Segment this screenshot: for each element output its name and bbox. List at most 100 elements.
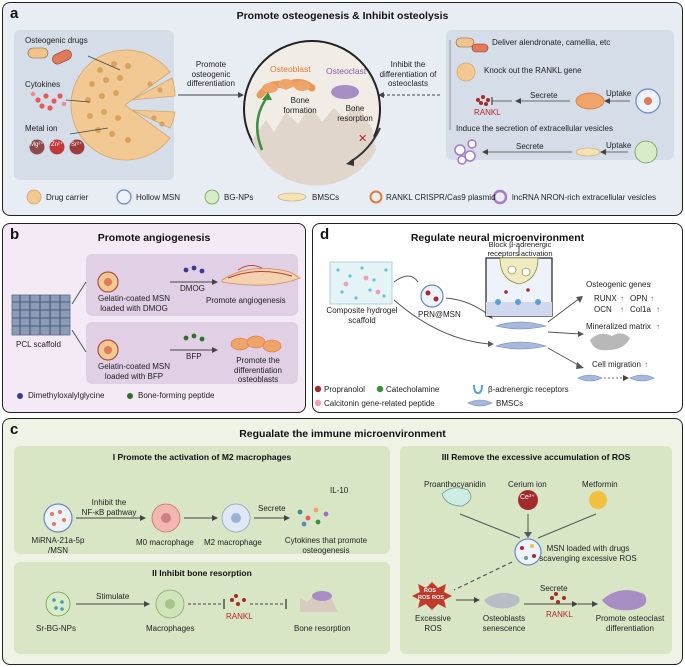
m0-macrophage-icon bbox=[151, 503, 181, 533]
pcl-scaffold-icon bbox=[11, 294, 71, 336]
label-promote-angiogenesis: Promote angiogenesis bbox=[206, 296, 286, 305]
ion-zn: Zn²⁺ bbox=[51, 142, 64, 148]
legend-lncrna-vesicles: lncRNA NRON-rich extracellular vesicles bbox=[512, 193, 657, 202]
label-msn-ros: MSN loaded with drugs scavenging excessi… bbox=[539, 544, 637, 563]
legend-bmscs: BMSCs bbox=[312, 193, 340, 202]
label-bone-formation: Bone formation bbox=[283, 96, 317, 115]
label-secrete-c3: Secrete bbox=[540, 584, 568, 593]
dmog-dots bbox=[183, 265, 205, 274]
legend-bone-forming-peptide: Bone-forming peptide bbox=[138, 391, 215, 400]
rankl-dots-c bbox=[230, 594, 246, 606]
macrophages-icon bbox=[155, 589, 185, 619]
legend-bmscs-d: BMSCs bbox=[496, 399, 524, 408]
right-item-induce: Induce the secretion of extracellular ve… bbox=[456, 124, 613, 133]
label-macrophages: Macrophages bbox=[146, 624, 195, 633]
ion-mg: Mg²⁺ bbox=[30, 142, 44, 148]
label-secrete-c1: Secrete bbox=[258, 504, 286, 513]
label-secrete-a1: Secrete bbox=[530, 91, 558, 100]
label-block-beta: Block β-adrenergic receptors activation bbox=[487, 240, 553, 258]
cgrp-legend-dot bbox=[314, 399, 322, 407]
sub2-title: II Inhibit bone resorption bbox=[152, 568, 252, 578]
label-dmog-carrier: Gelatin-coated MSN loaded with DMOG bbox=[97, 294, 171, 313]
label-uptake-a2: Uptake bbox=[606, 141, 632, 150]
label-sr-bg-nps: Sr-BG-NPs bbox=[36, 624, 76, 633]
gene-col1a: Col1a bbox=[630, 305, 651, 314]
extracellular-vesicle-icons bbox=[454, 139, 477, 165]
bone-remodeling-circle: ✕ bbox=[243, 40, 381, 186]
catecholamine-legend-dot bbox=[376, 385, 384, 393]
mineralized-matrix-icon bbox=[590, 333, 630, 351]
sr-bg-nps-icon bbox=[45, 591, 71, 617]
pill-icon-right bbox=[455, 37, 489, 53]
legend-hollow-msn: Hollow MSN bbox=[136, 193, 181, 202]
label-m0: M0 macrophage bbox=[136, 538, 194, 547]
label-dmog: DMOG bbox=[180, 284, 205, 293]
metal-ion-icons bbox=[29, 139, 85, 155]
panel-b-letter: b bbox=[10, 226, 20, 243]
cytokine-dots-icon bbox=[297, 507, 329, 527]
label-pcl-scaffold: PCL scaffold bbox=[16, 340, 61, 349]
cytokines-icon bbox=[30, 91, 67, 111]
up-arrow-ocn: ↑ bbox=[620, 305, 624, 314]
cross-icon: ✕ bbox=[358, 132, 367, 145]
label-senescence: Osteoblasts senescence bbox=[482, 614, 526, 633]
panel-c-title: Regualate the immune microenvironment bbox=[239, 428, 446, 440]
label-secrete-a2: Secrete bbox=[516, 142, 544, 151]
arrow-label-promote-osteogenic: Promote osteogenic differentiation bbox=[187, 60, 235, 89]
label-stimulate: Stimulate bbox=[96, 592, 130, 601]
label-metal-ion: Metal ion bbox=[25, 124, 58, 133]
sub3-title: III Remove the excessive accumulation of… bbox=[441, 452, 631, 462]
label-bfp-carrier: Gelatin-coated MSN loaded with BFP bbox=[97, 362, 171, 381]
osteogenic-drug-icon bbox=[27, 47, 72, 65]
label-cytokines-osteogenesis: Cytokines that promote osteogenesis bbox=[284, 536, 368, 555]
ros-burst-icon bbox=[412, 582, 452, 610]
label-bone-resorption-c: Bone resorption bbox=[294, 624, 351, 633]
label-rankl-a: RANKL bbox=[474, 108, 501, 117]
dmog-legend-dot bbox=[17, 393, 23, 399]
label-mineralized: Mineralized matrix bbox=[586, 322, 651, 331]
right-item-knockout: Knock out the RANKL gene bbox=[484, 66, 582, 75]
proanthocyanidin-icon bbox=[441, 487, 472, 507]
legend-catecholamine: Catecholamine bbox=[386, 385, 440, 394]
ros-word-2: ROS bbox=[418, 595, 430, 601]
right-item-deliver: Deliver alendronate, camellia, etc bbox=[492, 38, 611, 47]
label-prn-msn: PRN@MSN bbox=[418, 310, 461, 319]
gene-ocn: OCN bbox=[594, 305, 612, 314]
label-osteogenic-drugs: Osteogenic drugs bbox=[25, 36, 88, 45]
panel-a-title: Promote osteogenesis & Inhibit osteolysi… bbox=[236, 10, 449, 22]
carrier-icon-knockout bbox=[456, 62, 476, 82]
label-proanthocyanidin: Proanthocyanidin bbox=[424, 480, 486, 489]
label-mirna: MiRNA-21a-5p /MSN bbox=[31, 536, 85, 555]
msn-ros-scavenger-icon bbox=[514, 538, 542, 566]
legend-propranolol: Propranolol bbox=[324, 385, 365, 394]
up-arrow-migration: ↑ bbox=[644, 360, 648, 369]
sub1-title: I Promote the activation of M2 macrophag… bbox=[112, 452, 292, 462]
label-bfp: BFP bbox=[186, 352, 202, 361]
mirna-msn-icon bbox=[43, 503, 73, 533]
ros-word-3: ROS bbox=[432, 595, 444, 601]
bmsc-cells-icon bbox=[494, 321, 548, 350]
legend-beta-receptors: β-adrenergic receptors bbox=[488, 385, 569, 394]
label-bone-resorption: Bone resorption bbox=[337, 104, 373, 123]
blood-vessel-icon bbox=[221, 265, 301, 286]
synapse-icon bbox=[485, 257, 553, 317]
legend-bg-nps: BG-NPs bbox=[224, 193, 254, 202]
label-il10: IL-10 bbox=[330, 486, 349, 495]
up-arrow-col1a: ↑ bbox=[656, 305, 660, 314]
label-osteoclast-diff: Promote osteoclast differentiation bbox=[595, 614, 665, 633]
label-osteoclast: Osteoclast bbox=[326, 66, 367, 76]
label-uptake-a1: Uptake bbox=[606, 89, 632, 98]
bfp-legend-dot bbox=[127, 393, 133, 399]
label-inhibit-nfkb: Inhibit the NF-κB pathway bbox=[81, 498, 137, 517]
osteoblast-cells-icon bbox=[230, 335, 282, 353]
panel-a-letter: a bbox=[10, 5, 19, 22]
label-migration: Cell migration bbox=[592, 360, 641, 369]
receptor-legend-icon bbox=[473, 384, 483, 395]
metformin-icon bbox=[589, 491, 607, 509]
senescent-osteoblast-icon bbox=[484, 592, 520, 609]
ros-word-1: ROS bbox=[424, 588, 436, 594]
label-metformin: Metformin bbox=[582, 480, 618, 489]
gene-runx: RUNX bbox=[594, 294, 617, 303]
rankl-dots-c3 bbox=[550, 592, 566, 604]
